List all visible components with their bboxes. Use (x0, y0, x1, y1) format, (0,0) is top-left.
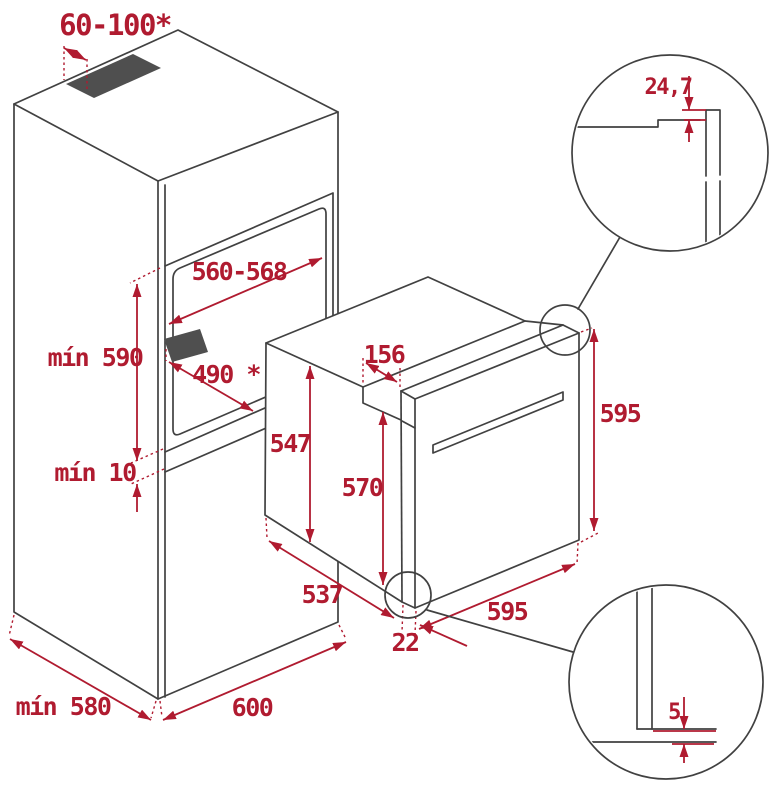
oven-drawing (264, 276, 580, 609)
dim-label-niche-width: 560-568 (192, 257, 287, 286)
detail-top-content: 24,7 (574, 75, 721, 249)
dim-label-front-width: 595 (487, 597, 528, 626)
dim-label-cabinet-width: 600 (232, 693, 273, 722)
dim-niche-height: mín 590 (48, 267, 164, 464)
oven-top-left-edge (265, 342, 364, 388)
notch-to-panel-edge (401, 420, 416, 429)
oven-front-left-edge (400, 390, 403, 603)
dim-label-door-offset: 22 (391, 628, 418, 657)
dim-front-width: 595 (414, 542, 579, 635)
dim-vent-width: 60-100* (59, 8, 172, 92)
dim-label-niche-height: mín 590 (48, 343, 143, 372)
niche-shelf (164, 329, 208, 362)
door-handle (432, 391, 564, 454)
dim-label-body-depth: 537 (302, 580, 343, 609)
cabinet-dimensions: 60-100* 560-568 mín 590 mín 10 490 * (8, 8, 347, 722)
detail-bottom-content: 5 (591, 587, 717, 763)
dim-label-front-section-height: 570 (342, 473, 383, 502)
dim-label-bottom-callout: 5 (668, 700, 680, 725)
dim-label-top-callout: 24,7 (645, 75, 692, 100)
dim-label-front-height: 595 (600, 399, 641, 428)
dim-label-top-recess: 156 (364, 340, 405, 369)
dim-label-cabinet-depth: mín 580 (16, 692, 111, 721)
oven-notch (362, 386, 402, 421)
dim-body-depth: 537 (265, 517, 395, 619)
detail-circle-top (571, 54, 769, 252)
dim-niche-width: 560-568 (168, 257, 323, 325)
dim-bottom-clearance: mín 10 (54, 458, 165, 512)
control-panel-back-edge (400, 324, 564, 392)
dim-label-vent-width: 60-100* (59, 8, 171, 42)
dim-label-bottom-clearance: mín 10 (54, 458, 136, 487)
door-panel-top-edge (414, 332, 580, 400)
control-panel-left-edge (400, 390, 416, 400)
detail-callouts: 24,7 5 (384, 54, 769, 780)
dim-door-offset: 22 (391, 604, 468, 657)
dim-niche-depth: 490 * (165, 349, 262, 412)
dim-top-recess: 156 (362, 340, 406, 390)
dim-body-height: 547 (270, 366, 315, 542)
dim-cabinet-width: 600 (159, 624, 347, 722)
dim-front-height: 595 (580, 327, 642, 543)
callout-leader-bottom (426, 609, 574, 653)
dim-label-body-height: 547 (270, 429, 311, 458)
detail-circle-bottom (568, 584, 764, 780)
dim-cabinet-depth: mín 580 (8, 614, 157, 721)
callout-source-circle-top (539, 304, 591, 356)
cabinet-vent-cutout (66, 54, 161, 98)
dim-label-niche-depth: 490 * (192, 360, 260, 389)
callout-leader-top (577, 236, 621, 310)
oven-dimensions: 156 547 570 595 537 595 (265, 327, 642, 657)
callout-source-circle-bottom (384, 571, 432, 619)
